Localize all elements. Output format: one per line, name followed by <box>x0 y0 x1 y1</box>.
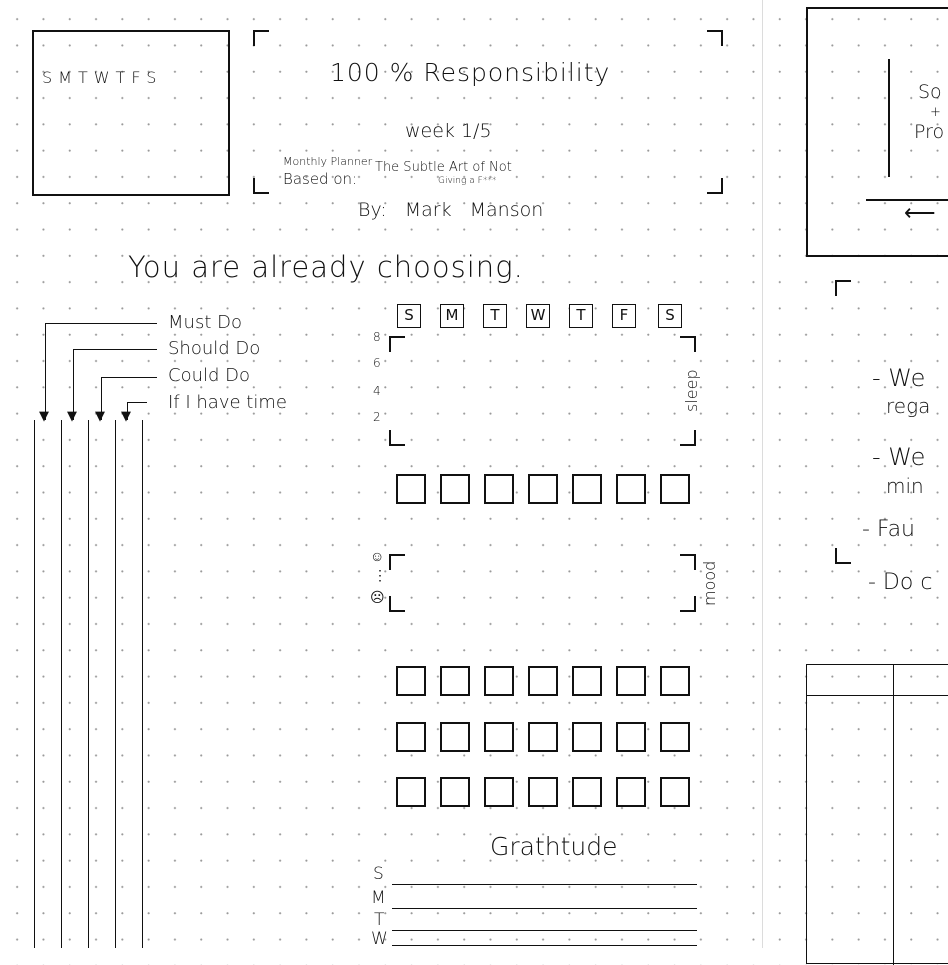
habit-checkbox[interactable] <box>396 777 426 807</box>
left-arrow-icon: ⟵ <box>904 201 936 226</box>
sleep-tick-2: 2 <box>373 410 381 424</box>
habit-checkbox[interactable] <box>572 777 602 807</box>
calendar-box: SMTWTFS <box>32 30 230 196</box>
habit-checkbox[interactable] <box>484 474 514 504</box>
page-title: 100 % Responsibility <box>330 58 611 87</box>
habit-checkbox[interactable] <box>396 666 426 696</box>
bullet-2-line1: - We <box>872 443 926 471</box>
habit-checkbox[interactable] <box>572 474 602 504</box>
right-box-line2: + <box>930 105 941 120</box>
habit-checkbox[interactable] <box>528 474 558 504</box>
habit-checkbox[interactable] <box>572 666 602 696</box>
gratitude-day-label: M <box>371 888 386 908</box>
gratitude-title: Grathtude <box>490 832 618 861</box>
quote: You are already choosing. <box>128 250 524 284</box>
habit-checkbox[interactable] <box>616 722 646 752</box>
habit-checkbox[interactable] <box>572 722 602 752</box>
habit-checkbox[interactable] <box>396 722 426 752</box>
notes-frame-corner <box>835 280 851 296</box>
bullet-2-line2: min <box>886 474 924 498</box>
habit-checkbox[interactable] <box>616 777 646 807</box>
planner-label: Monthly Planner <box>283 155 373 168</box>
page-gutter <box>762 0 763 948</box>
sleep-tick-4: 4 <box>373 384 381 398</box>
day-box-tue: T <box>483 304 507 328</box>
priority-could-do: Could Do <box>168 365 251 386</box>
habit-checkbox[interactable] <box>660 722 690 752</box>
habit-checkbox[interactable] <box>440 474 470 504</box>
calendar-weekdays: SMTWTFS <box>42 68 163 87</box>
sleep-tick-6: 6 <box>373 356 381 370</box>
habit-checkbox[interactable] <box>484 722 514 752</box>
habit-checkbox[interactable] <box>440 777 470 807</box>
mood-neutral-icon: ⋮ <box>373 568 387 584</box>
day-box-mon: M <box>440 304 464 328</box>
priority-should-do: Should Do <box>168 338 261 359</box>
bullet-1-line1: - We <box>872 364 926 392</box>
day-box-fri: F <box>612 304 636 328</box>
bullet-1-line2: rega <box>886 394 931 418</box>
gratitude-day-label: T <box>374 910 385 930</box>
habit-checkbox[interactable] <box>660 666 690 696</box>
day-box-sun: S <box>397 304 421 328</box>
priority-must-do: Must Do <box>168 312 242 333</box>
bullet-3-line1: - Fau <box>862 517 915 542</box>
book-title-line1: The Subtle Art of Not <box>375 160 512 175</box>
gratitude-day-label: W <box>371 929 388 949</box>
gratitude-line[interactable] <box>392 930 697 931</box>
gratitude-day-label: S <box>373 864 384 884</box>
mood-label: mood <box>700 560 719 606</box>
habit-checkbox[interactable] <box>616 474 646 504</box>
bullet-4-line1: - Do c <box>868 570 933 595</box>
habit-checkbox[interactable] <box>484 777 514 807</box>
habit-checkbox[interactable] <box>660 474 690 504</box>
habit-checkbox[interactable] <box>528 722 558 752</box>
habit-checkbox[interactable] <box>484 666 514 696</box>
right-table <box>806 664 948 965</box>
habit-checkbox[interactable] <box>660 777 690 807</box>
right-info-box: So + Pro ⟵ <box>806 7 948 257</box>
mood-happy-icon: ☺ <box>370 549 385 565</box>
right-box-line1: So <box>918 81 942 103</box>
gratitude-line[interactable] <box>392 945 697 946</box>
gratitude-line[interactable] <box>392 884 697 885</box>
habit-checkbox[interactable] <box>440 666 470 696</box>
habit-checkbox[interactable] <box>528 777 558 807</box>
sleep-tick-8: 8 <box>373 330 381 344</box>
habit-checkbox[interactable] <box>528 666 558 696</box>
day-box-wed: W <box>526 304 550 328</box>
week-label: week 1/5 <box>405 120 492 142</box>
notes-frame-corner <box>835 548 851 564</box>
priority-if-time: If I have time <box>168 392 287 413</box>
habit-checkbox[interactable] <box>396 474 426 504</box>
habit-checkbox[interactable] <box>440 722 470 752</box>
gratitude-line[interactable] <box>392 908 697 909</box>
day-box-thu: T <box>569 304 593 328</box>
book-title-line2: Giving a F*** <box>438 176 497 186</box>
right-box-line3: Pro <box>914 121 945 143</box>
habit-checkbox[interactable] <box>616 666 646 696</box>
day-box-sat: S <box>658 304 682 328</box>
sleep-label: sleep <box>682 369 701 412</box>
based-on-label: Based on: <box>283 170 358 188</box>
author-label: By: Mark Manson <box>358 199 544 221</box>
mood-sad-icon: ☹ <box>370 590 385 606</box>
